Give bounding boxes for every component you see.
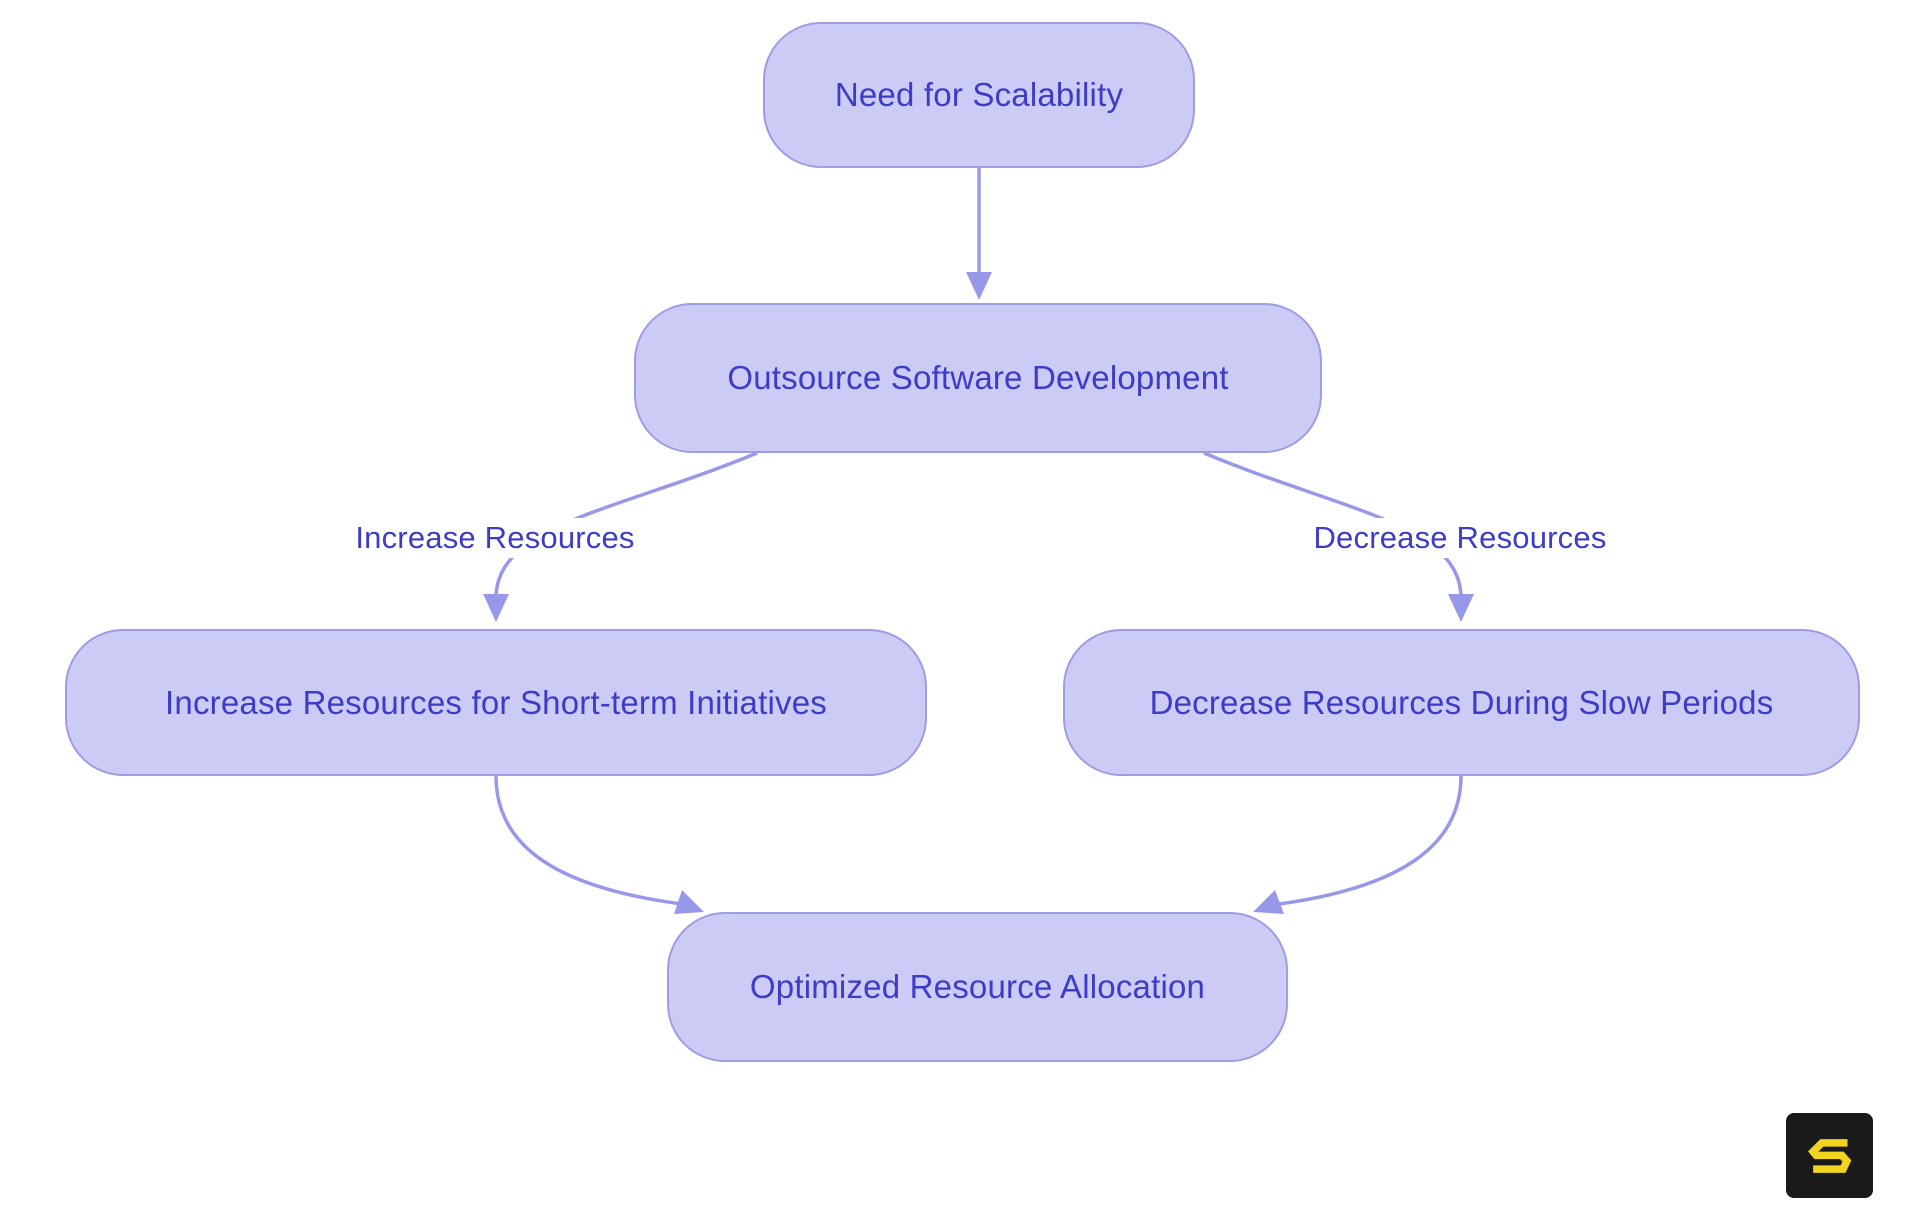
arrowhead-left-optimized	[1253, 890, 1284, 914]
brand-logo	[1786, 1113, 1873, 1198]
edge-increase-optimized	[494, 775, 683, 906]
arrowhead-right-optimized	[674, 890, 704, 914]
node-label: Optimized Resource Allocation	[749, 968, 1206, 1005]
arrowhead-down-decrease	[1448, 594, 1474, 622]
node-outsource-software-development: Outsource Software Development	[634, 303, 1322, 453]
edge-decrease-optimized	[1278, 775, 1463, 906]
node-increase-resources-short-term: Increase Resources for Short-term Initia…	[65, 629, 927, 776]
arrowhead-down-outsource	[966, 272, 992, 300]
arrowhead-down-increase	[483, 594, 509, 622]
edge-label-decrease-resources: Decrease Resources	[1305, 518, 1615, 558]
node-optimized-resource-allocation: Optimized Resource Allocation	[667, 912, 1288, 1062]
node-label: Decrease Resources During Slow Periods	[1149, 683, 1774, 721]
node-need-for-scalability: Need for Scalability	[763, 22, 1195, 168]
node-label: Increase Resources for Short-term Initia…	[165, 683, 827, 721]
node-decrease-resources-slow-periods: Decrease Resources During Slow Periods	[1063, 629, 1860, 776]
node-label: Outsource Software Development	[727, 359, 1229, 396]
node-label: Need for Scalability	[834, 76, 1124, 113]
edge-label-increase-resources: Increase Resources	[347, 518, 643, 558]
logo-s-icon	[1807, 1138, 1851, 1173]
